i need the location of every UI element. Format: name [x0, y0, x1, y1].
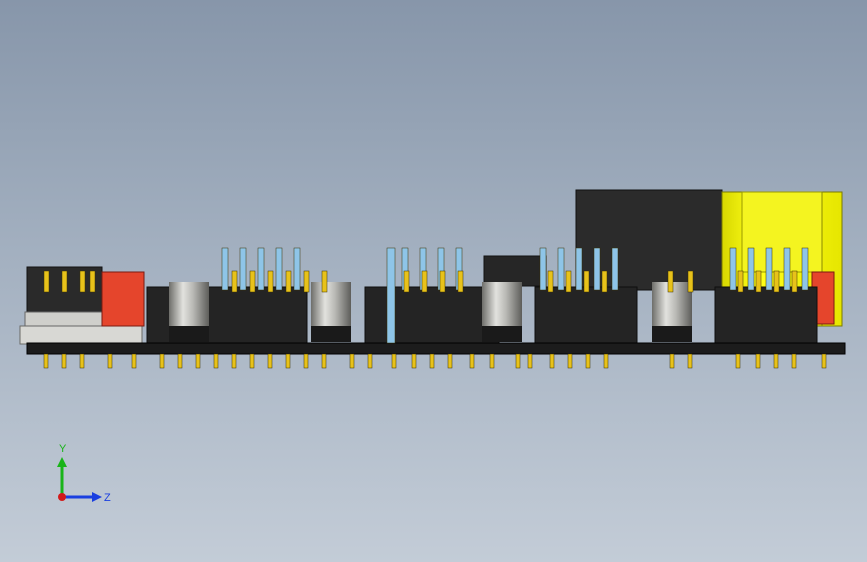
z-axis-arrowhead	[92, 492, 102, 502]
z-axis-label: Z	[104, 492, 111, 504]
gold-pin-top	[457, 270, 464, 293]
coordinate-triad: Y Z	[57, 443, 111, 504]
gold-pin-bottom	[303, 353, 309, 369]
blue-pin	[801, 247, 809, 291]
gold-pin-top	[687, 270, 694, 293]
gold-pin-top	[755, 270, 762, 293]
gold-pin-top	[285, 270, 292, 293]
gold-pin-bottom	[285, 353, 291, 369]
blue-pin	[765, 247, 773, 291]
gold-pin-bottom	[411, 353, 417, 369]
gold-pin-top	[43, 270, 50, 293]
gold-pin-top	[231, 270, 238, 293]
pin-headers	[43, 247, 827, 369]
yellow-connector-face	[741, 191, 823, 273]
gold-pin-bottom	[231, 353, 237, 369]
blue-pin	[257, 247, 265, 291]
gold-pin-bottom	[515, 353, 521, 369]
gold-pin-bottom	[773, 353, 779, 369]
gold-pin-top	[583, 270, 590, 293]
gold-pin-top	[403, 270, 410, 293]
gold-pin-bottom	[61, 353, 67, 369]
pcb-board	[26, 342, 846, 355]
capacitor-3	[482, 282, 522, 342]
blue-pin	[275, 247, 283, 291]
gold-pin-bottom	[321, 353, 327, 369]
gold-pin-top	[547, 270, 554, 293]
gold-pin-top	[773, 270, 780, 293]
gold-pin-bottom	[489, 353, 495, 369]
blue-pin	[593, 247, 601, 291]
gold-pin-bottom	[447, 353, 453, 369]
blue-pin	[221, 247, 229, 291]
gold-pin-bottom	[735, 353, 741, 369]
gold-pin-bottom	[195, 353, 201, 369]
blue-pin	[747, 247, 755, 291]
gold-pin-top	[89, 270, 96, 293]
gold-pin-bottom	[527, 353, 533, 369]
gold-pin-bottom	[43, 353, 49, 369]
gold-pin-top	[421, 270, 428, 293]
red-connector-left	[101, 271, 145, 327]
blue-pin	[575, 247, 583, 291]
gold-pin-top	[737, 270, 744, 293]
gold-pin-bottom	[177, 353, 183, 369]
y-axis-label: Y	[59, 443, 67, 455]
y-axis-arrowhead	[57, 457, 67, 467]
gold-pin-bottom	[267, 353, 273, 369]
pcb-assembly	[19, 189, 846, 369]
gold-pin-bottom	[107, 353, 113, 369]
blue-pin	[783, 247, 791, 291]
gold-pin-bottom	[669, 353, 675, 369]
gold-pin-top	[267, 270, 274, 293]
gold-pin-top	[439, 270, 446, 293]
gold-pin-bottom	[585, 353, 591, 369]
white-connector-lip	[24, 311, 106, 327]
gold-pin-top	[61, 270, 68, 293]
gold-pin-top	[791, 270, 798, 293]
blue-pin	[611, 247, 619, 291]
gold-pin-bottom	[603, 353, 609, 369]
blue-pin	[239, 247, 247, 291]
gold-pin-bottom	[687, 353, 693, 369]
ic-block	[483, 255, 547, 287]
gold-pin-top	[321, 270, 328, 293]
x-axis-dot	[58, 493, 66, 501]
gold-pin-bottom	[391, 353, 397, 369]
blue-pin	[557, 247, 565, 291]
gold-pin-top	[303, 270, 310, 293]
gold-pin-top	[565, 270, 572, 293]
gold-pin-bottom	[469, 353, 475, 369]
gold-pin-bottom	[821, 353, 827, 369]
gold-pin-bottom	[567, 353, 573, 369]
gold-pin-bottom	[159, 353, 165, 369]
capacitor-1	[169, 282, 209, 342]
white-connector-base	[19, 325, 143, 345]
header-block-2	[364, 286, 500, 344]
gold-pin-top	[249, 270, 256, 293]
gold-pin-bottom	[791, 353, 797, 369]
blue-pin	[293, 247, 301, 291]
gold-pin-bottom	[755, 353, 761, 369]
blue-pin	[729, 247, 737, 291]
header-block-3	[534, 286, 638, 344]
gold-pin-top	[667, 270, 674, 293]
gold-pin-bottom	[429, 353, 435, 369]
blue-pin	[386, 247, 396, 344]
gold-pin-top	[79, 270, 86, 293]
gold-pin-bottom	[249, 353, 255, 369]
gold-pin-bottom	[213, 353, 219, 369]
rear-module-block	[575, 189, 723, 291]
gold-pin-bottom	[367, 353, 373, 369]
gold-pin-top	[601, 270, 608, 293]
gold-pin-bottom	[549, 353, 555, 369]
gold-pin-bottom	[131, 353, 137, 369]
gold-pin-bottom	[349, 353, 355, 369]
capacitor-2	[311, 282, 351, 342]
gold-pin-bottom	[79, 353, 85, 369]
blue-pin	[539, 247, 547, 291]
header-block-4	[714, 286, 818, 344]
